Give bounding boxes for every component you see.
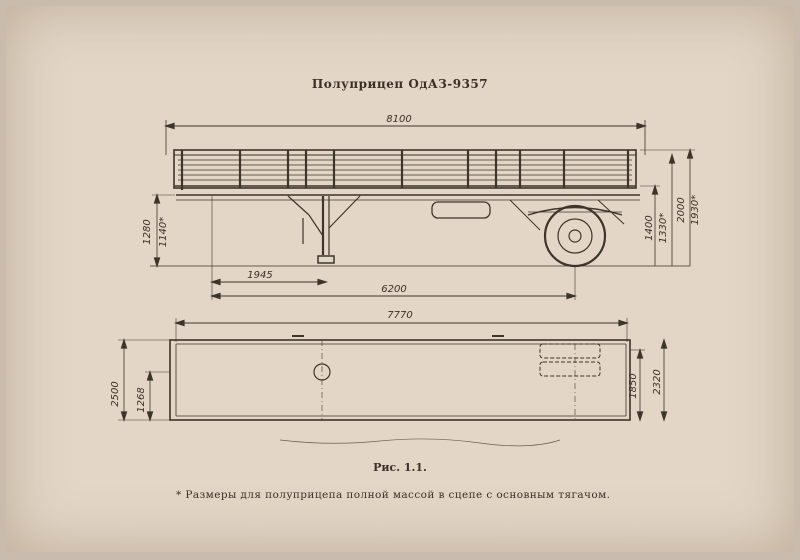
dim-deck-height-loaded: 1330* (658, 213, 669, 243)
dim-overall-width: 2500 (110, 381, 121, 406)
dim-wheel-track: 1850 (628, 373, 639, 398)
dim-support-height-loaded: 1140* (158, 217, 169, 247)
dim-overall-length: 8100 (386, 114, 411, 125)
drawing-title: Полуприцеп ОдАЗ-9357 (311, 77, 489, 91)
figure-caption: Рис. 1.1. (373, 461, 427, 474)
side-view (150, 120, 695, 300)
dim-platform-width: 2320 (652, 369, 663, 394)
dim-side-top-height: 2000 (676, 197, 687, 222)
plan-view (118, 318, 668, 447)
dim-support-height: 1280 (142, 219, 153, 244)
footnote: * Размеры для полуприцепа полной массой … (176, 489, 611, 501)
dim-platform-length: 7770 (387, 310, 412, 321)
dimension-labels: 8100 1945 6200 7770 1280 1140* 1400 1330… (110, 114, 701, 413)
dim-kingpin-offset: 1945 (247, 270, 272, 281)
dim-deck-height: 1400 (644, 215, 655, 240)
dim-wheelbase: 6200 (381, 284, 406, 295)
dim-support-track: 1268 (136, 387, 147, 412)
paper-sheet (6, 6, 794, 552)
dim-side-top-height-loaded: 1930* (690, 195, 701, 225)
